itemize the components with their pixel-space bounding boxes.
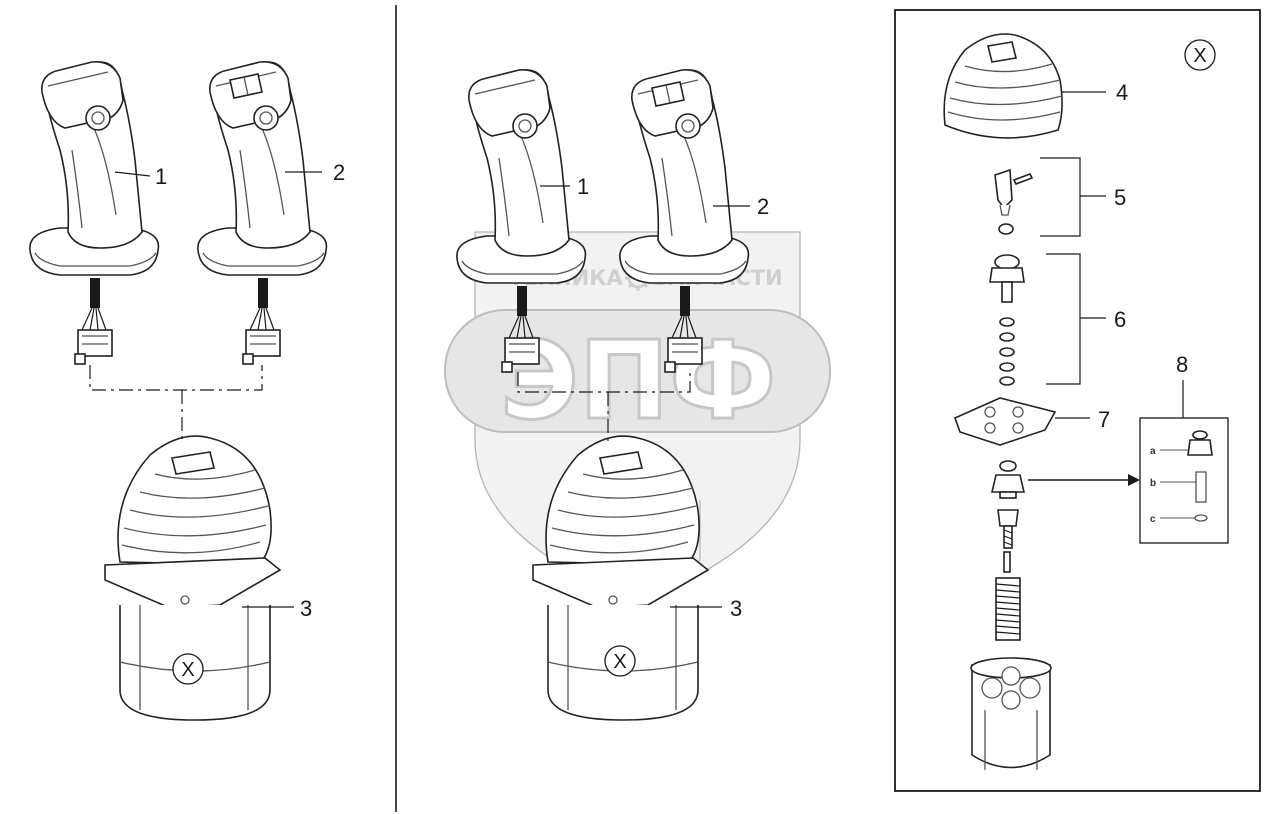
part-plunger-spring	[995, 509, 1021, 641]
callout-6: 6	[1114, 307, 1126, 332]
watermark-big-text: ЭПФ	[500, 319, 777, 444]
part-valve	[990, 460, 1026, 499]
connector-dash-mid	[517, 372, 691, 445]
middle-panel: 1 2 3 X	[456, 69, 769, 721]
detail-panel: X 4 5	[943, 33, 1229, 770]
detail-marker-left	[172, 653, 204, 685]
detail-panel-frame	[894, 9, 1261, 792]
callout-mid-2: 2	[757, 194, 769, 219]
part-7-plate	[953, 397, 1057, 446]
callout-left-2: 2	[333, 160, 345, 185]
detail-marker-x	[1184, 39, 1216, 71]
callout-left-3: 3	[300, 596, 312, 621]
detail-marker-mid	[604, 645, 636, 677]
inset-label-c: c	[1150, 514, 1156, 525]
callout-left-1: 1	[155, 164, 167, 189]
part-6-stack	[989, 254, 1025, 386]
left-panel: 1 2 3 X	[29, 60, 345, 721]
handle-2	[198, 62, 327, 364]
inset-box	[1139, 417, 1229, 544]
callout-mid-1: 1	[577, 174, 589, 199]
inset-parts	[1160, 430, 1213, 522]
callout-4: 4	[1116, 80, 1128, 105]
inset-label-a: a	[1150, 446, 1156, 457]
callout-5: 5	[1114, 185, 1126, 210]
watermark-band	[444, 309, 831, 433]
callout-8: 8	[1176, 352, 1188, 377]
connector-dash	[89, 365, 263, 440]
handle-1	[29, 60, 160, 365]
part-4-boot	[943, 33, 1063, 139]
callout-mid-3: 3	[730, 596, 742, 621]
callout-7: 7	[1098, 407, 1110, 432]
part-housing	[970, 657, 1052, 770]
svg-text:X: X	[181, 659, 194, 681]
svg-text:X: X	[613, 651, 626, 673]
watermark: ЭПФ ТЕХНИКА ЗАПЧАСТИ	[444, 231, 831, 603]
inset-label-b: b	[1150, 478, 1156, 489]
svg-text:X: X	[1193, 45, 1206, 67]
part-5-pin-set	[994, 168, 1034, 235]
